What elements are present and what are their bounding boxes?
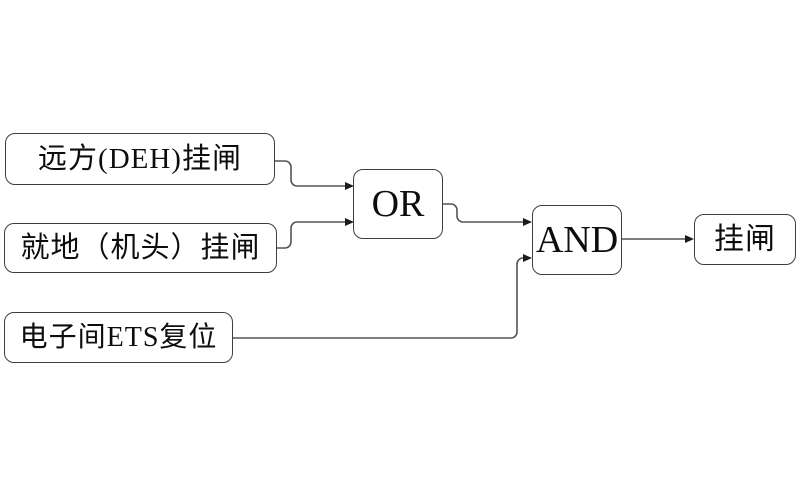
node-input-local-head: 就地（机头）挂闸 <box>4 223 277 273</box>
edge-remote-deh-to-or <box>275 160 345 187</box>
arrowhead-ets-reset-to-and <box>523 254 532 262</box>
edge-local-head-to-or <box>277 221 345 249</box>
node-and-gate: AND <box>532 205 622 275</box>
node-input-ets-reset: 电子间ETS复位 <box>4 312 233 363</box>
node-or-gate: OR <box>353 169 443 239</box>
node-input-remote-deh: 远方(DEH)挂闸 <box>5 133 275 185</box>
arrowhead-or-to-and <box>523 218 532 226</box>
arrowhead-and-to-output <box>685 235 694 243</box>
node-output-latch: 挂闸 <box>694 214 796 265</box>
edge-ets-reset-to-and <box>233 257 524 339</box>
edge-or-to-and <box>443 203 523 223</box>
